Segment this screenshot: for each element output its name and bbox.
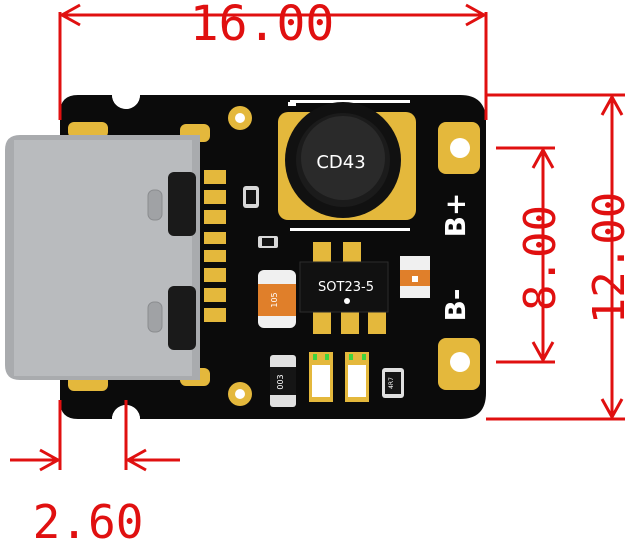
usb-c-connector [5,135,200,380]
usb-signal-pins [204,170,226,322]
cap-label: 105 [270,292,279,307]
led-component [400,256,430,298]
dimension-height-outer: 12.00 [584,192,635,324]
dimension-height-inner: 8.00 [515,205,566,311]
capacitor: 105 [258,270,296,328]
resistor-bottom-left: 003 [270,355,296,407]
via-bottom [228,382,252,406]
dimension-lines [10,3,625,472]
battery-pad-plus [438,122,480,174]
inductor-label: CD43 [316,152,365,173]
res-label-left: 003 [276,374,285,389]
via-top [228,106,252,130]
res-label-right: 4R7 [388,377,395,389]
dimension-width-top: 16.00 [190,0,335,52]
ic-label: SOT23-5 [318,280,374,295]
inductor: CD43 [278,100,416,231]
shield-pad-top-left [68,122,108,138]
ic-sot23: SOT23-5 [299,242,389,334]
led-bottom-1 [309,352,333,402]
terminal-label-plus: B+ [439,193,472,238]
terminal-label-minus: B- [439,289,472,322]
battery-pad-minus [438,338,480,390]
resistor-bottom-right: 4R7 [382,368,404,398]
pcb-board: CD43 SOT23-5 105 [5,81,486,433]
led-bottom-2 [345,352,369,402]
dimension-offset-bottom: 2.60 [33,495,144,549]
